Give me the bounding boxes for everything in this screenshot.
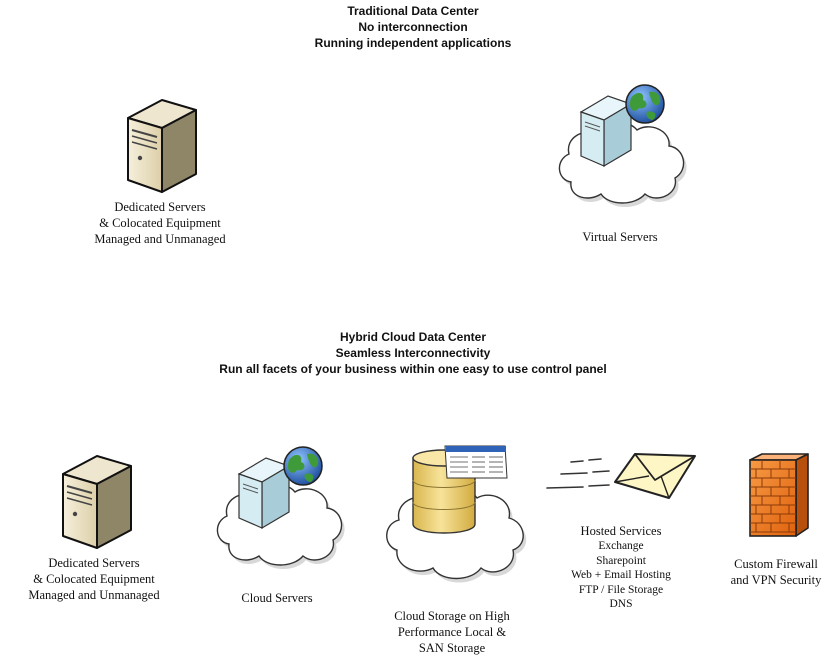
- caption-line: Dedicated Servers: [114, 200, 206, 214]
- caption-line: & Colocated Equipment: [99, 216, 221, 230]
- hosted-item: FTP / File Storage: [578, 583, 664, 596]
- email-envelope-icon: [546, 453, 696, 499]
- cloud-server-icon: [558, 84, 687, 207]
- globe-icon: [283, 446, 323, 486]
- caption-line: & Colocated Equipment: [33, 572, 155, 586]
- traditional-heading: Traditional Data Center No interconnecti…: [0, 3, 826, 51]
- caption-line: Managed and Unmanaged: [94, 232, 226, 246]
- hosted-item: DNS: [609, 598, 633, 610]
- caption-line: Cloud Storage on High: [394, 609, 510, 623]
- firewall-icon: [749, 453, 809, 537]
- hybrid-tagline: Run all facets of your business within o…: [219, 362, 607, 376]
- virtual-servers-caption: Virtual Servers: [582, 230, 658, 244]
- hosted-item: Sharepoint: [596, 554, 646, 567]
- hybrid-dedicated-caption: Dedicated Servers & Colocated Equipment …: [0, 555, 188, 603]
- storage-caption: Cloud Storage on High Performance Local …: [372, 608, 532, 656]
- caption-line: and VPN Security: [730, 573, 822, 587]
- traditional-dedicated-caption: Dedicated Servers & Colocated Equipment …: [60, 199, 260, 247]
- caption-line: Performance Local &: [397, 625, 507, 639]
- caption-line: SAN Storage: [418, 641, 486, 655]
- cloud-server-icon: [216, 446, 345, 569]
- caption-line: Managed and Unmanaged: [28, 588, 160, 602]
- firewall-caption: Custom Firewall and VPN Security: [726, 556, 826, 588]
- hosted-services-caption: Hosted Services Exchange Sharepoint Web …: [550, 524, 692, 612]
- hosted-item: Exchange: [598, 540, 644, 552]
- hosted-services-title: Hosted Services: [580, 524, 662, 538]
- hosted-item: Web + Email Hosting: [571, 569, 671, 581]
- traditional-subtitle: No interconnection: [358, 20, 468, 34]
- traditional-tagline: Running independent applications: [314, 36, 512, 50]
- caption-line: Dedicated Servers: [48, 556, 140, 570]
- server-tower-icon: [127, 99, 197, 193]
- server-tower-icon: [62, 455, 132, 549]
- cloud-servers-caption: Cloud Servers: [241, 591, 313, 605]
- hybrid-heading: Hybrid Cloud Data Center Seamless Interc…: [0, 329, 826, 377]
- caption-line: Custom Firewall: [734, 557, 818, 571]
- storage-cylinder-icon: [386, 445, 527, 583]
- hybrid-subtitle: Seamless Interconnectivity: [335, 346, 491, 360]
- globe-icon: [625, 84, 665, 124]
- hybrid-title: Hybrid Cloud Data Center: [339, 330, 486, 344]
- traditional-title: Traditional Data Center: [347, 4, 479, 18]
